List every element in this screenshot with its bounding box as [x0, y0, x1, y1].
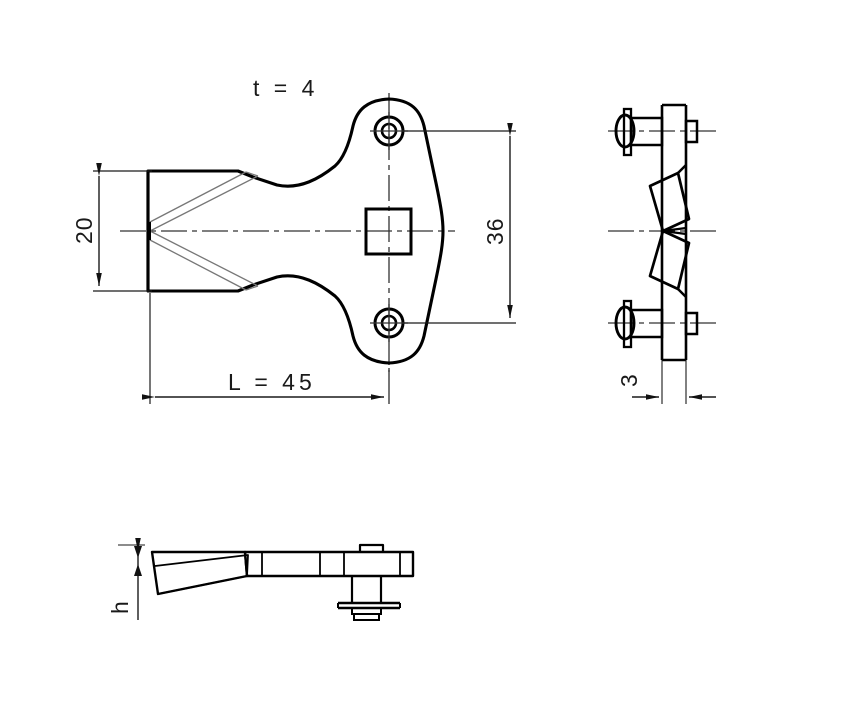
side-view-wings — [648, 164, 691, 298]
bottom-view — [150, 543, 415, 621]
dimension-height-36: 36 — [404, 123, 516, 324]
side-view-lower-fastener — [614, 299, 699, 349]
dimension-thickness: t = 4 — [253, 75, 318, 101]
dimension-width-20: 20 — [71, 163, 152, 292]
upper-wing — [648, 171, 691, 233]
profile-boss — [337, 576, 401, 621]
bracket-outline — [146, 97, 445, 365]
lower-bolt-hole — [370, 304, 408, 342]
square-aperture — [364, 207, 413, 256]
wing-apex-lower-tip — [662, 229, 687, 236]
lower-bolt-head — [614, 305, 636, 341]
wing-fold-lines — [149, 171, 259, 291]
dimension-20-label: 20 — [71, 216, 97, 244]
dimension-plate-thickness-3: 3 — [616, 373, 716, 400]
upper-nut — [684, 119, 699, 144]
dimension-h-label: h — [107, 600, 133, 614]
lower-nut — [684, 311, 699, 336]
dimension-3-label: 3 — [616, 373, 642, 387]
boss-thread-band-2 — [353, 613, 380, 621]
dimension-blade-height-h: h — [107, 538, 145, 620]
upper-bolt-shank — [629, 116, 664, 147]
side-view-upper-fastener — [614, 107, 699, 157]
upper-bolt-head — [614, 113, 636, 149]
dimension-45-label: L = 45 — [228, 369, 316, 395]
upper-wing-root — [677, 164, 687, 174]
profile-shank — [243, 550, 415, 578]
dimension-length-45: L = 45 — [142, 293, 390, 404]
dimension-thickness-label: t = 4 — [253, 75, 318, 101]
profile-top-tab — [358, 543, 385, 552]
front-view — [120, 93, 455, 372]
upper-bolt-hole — [370, 112, 408, 150]
dimension-36-label: 36 — [482, 217, 508, 245]
lower-wing-root — [677, 288, 687, 298]
dimension-h-arrow-up — [134, 564, 142, 576]
lower-bolt-shank — [629, 308, 664, 339]
side-view — [608, 103, 720, 404]
blade-taper-inner — [154, 554, 249, 595]
dimension-h-arrow-down — [134, 546, 142, 558]
